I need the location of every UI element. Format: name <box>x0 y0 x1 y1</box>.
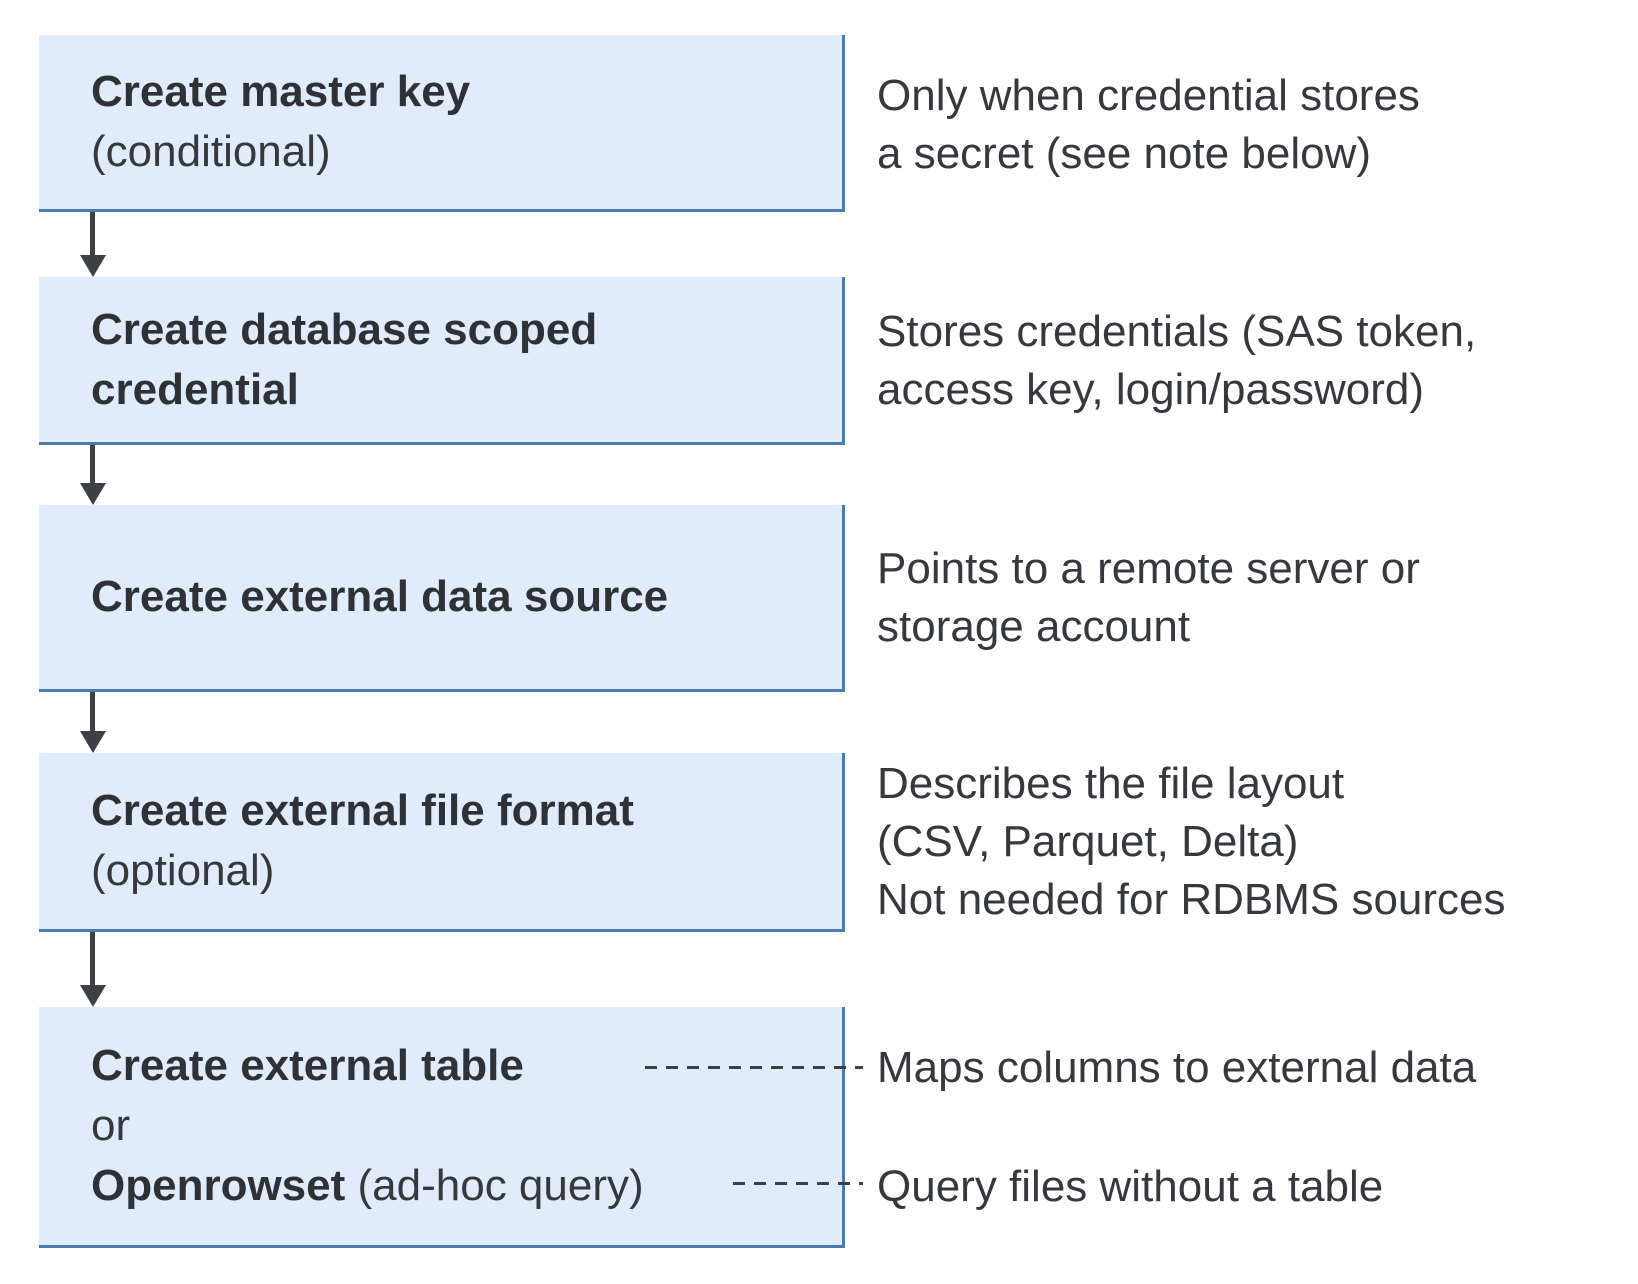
arrow-stem <box>90 445 95 483</box>
arrow-stem <box>90 692 95 731</box>
flow-step-master-key: Create master key (conditional) <box>39 35 845 212</box>
annotation-scoped-credential: Stores credentials (SAS token, access ke… <box>877 303 1476 419</box>
annotation-line: Stores credentials (SAS token, <box>877 307 1477 356</box>
arrow-head <box>79 483 106 505</box>
step-subtitle: (conditional) <box>91 127 331 176</box>
step-line-create-external-table: Create external table <box>91 1041 524 1090</box>
annotation-line: Points to a remote server or <box>877 544 1420 593</box>
arrow-head <box>79 255 106 277</box>
flow-step-scoped-credential: Create database scoped credential <box>39 277 845 445</box>
annotation-external-table: Maps columns to external data <box>877 1039 1476 1097</box>
step-title: Create database scoped credential <box>91 304 610 414</box>
flow-step-external-table-or-openrowset: Create external table or Openrowset (ad-… <box>39 1007 845 1248</box>
down-arrow-icon <box>79 445 106 505</box>
flow-step-external-file-format: Create external file format (optional) <box>39 753 845 932</box>
dashed-connector-external-table <box>645 1066 863 1069</box>
annotation-line: a secret (see note below) <box>877 129 1372 178</box>
down-arrow-icon <box>79 212 106 277</box>
annotation-openrowset: Query files without a table <box>877 1158 1383 1216</box>
annotation-line: Query files without a table <box>877 1162 1384 1211</box>
dashed-connector-openrowset <box>733 1182 863 1185</box>
step-title: Create master key <box>91 67 471 116</box>
annotation-line: storage account <box>877 602 1191 651</box>
annotation-line: Maps columns to external data <box>877 1043 1477 1092</box>
step-line-or: or <box>91 1101 131 1150</box>
annotation-line: Describes the file layout <box>877 759 1345 808</box>
down-arrow-icon <box>79 932 106 1007</box>
annotation-line: access key, login/password) <box>877 365 1424 414</box>
annotation-line: (CSV, Parquet, Delta) <box>877 817 1299 866</box>
openrowset-keyword: Openrowset <box>91 1161 346 1210</box>
step-title: Create external file format <box>91 786 634 835</box>
annotation-external-file-format: Describes the file layout (CSV, Parquet,… <box>877 755 1506 929</box>
arrow-stem <box>90 932 95 985</box>
annotation-line: Not needed for RDBMS sources <box>877 875 1506 924</box>
annotation-line: Only when credential stores <box>877 71 1420 120</box>
step-line-openrowset: Openrowset (ad-hoc query) <box>91 1156 842 1216</box>
openrowset-qualifier: (ad-hoc query) <box>345 1161 644 1210</box>
annotation-master-key: Only when credential stores a secret (se… <box>877 67 1420 183</box>
arrow-head <box>79 731 106 753</box>
flow-step-external-data-source: Create external data source <box>39 505 845 692</box>
step-title: Create external data source <box>91 572 669 621</box>
annotation-external-data-source: Points to a remote server or storage acc… <box>877 540 1420 656</box>
arrow-head <box>79 985 106 1007</box>
step-subtitle: (optional) <box>91 846 275 895</box>
down-arrow-icon <box>79 692 106 753</box>
arrow-stem <box>90 212 95 255</box>
